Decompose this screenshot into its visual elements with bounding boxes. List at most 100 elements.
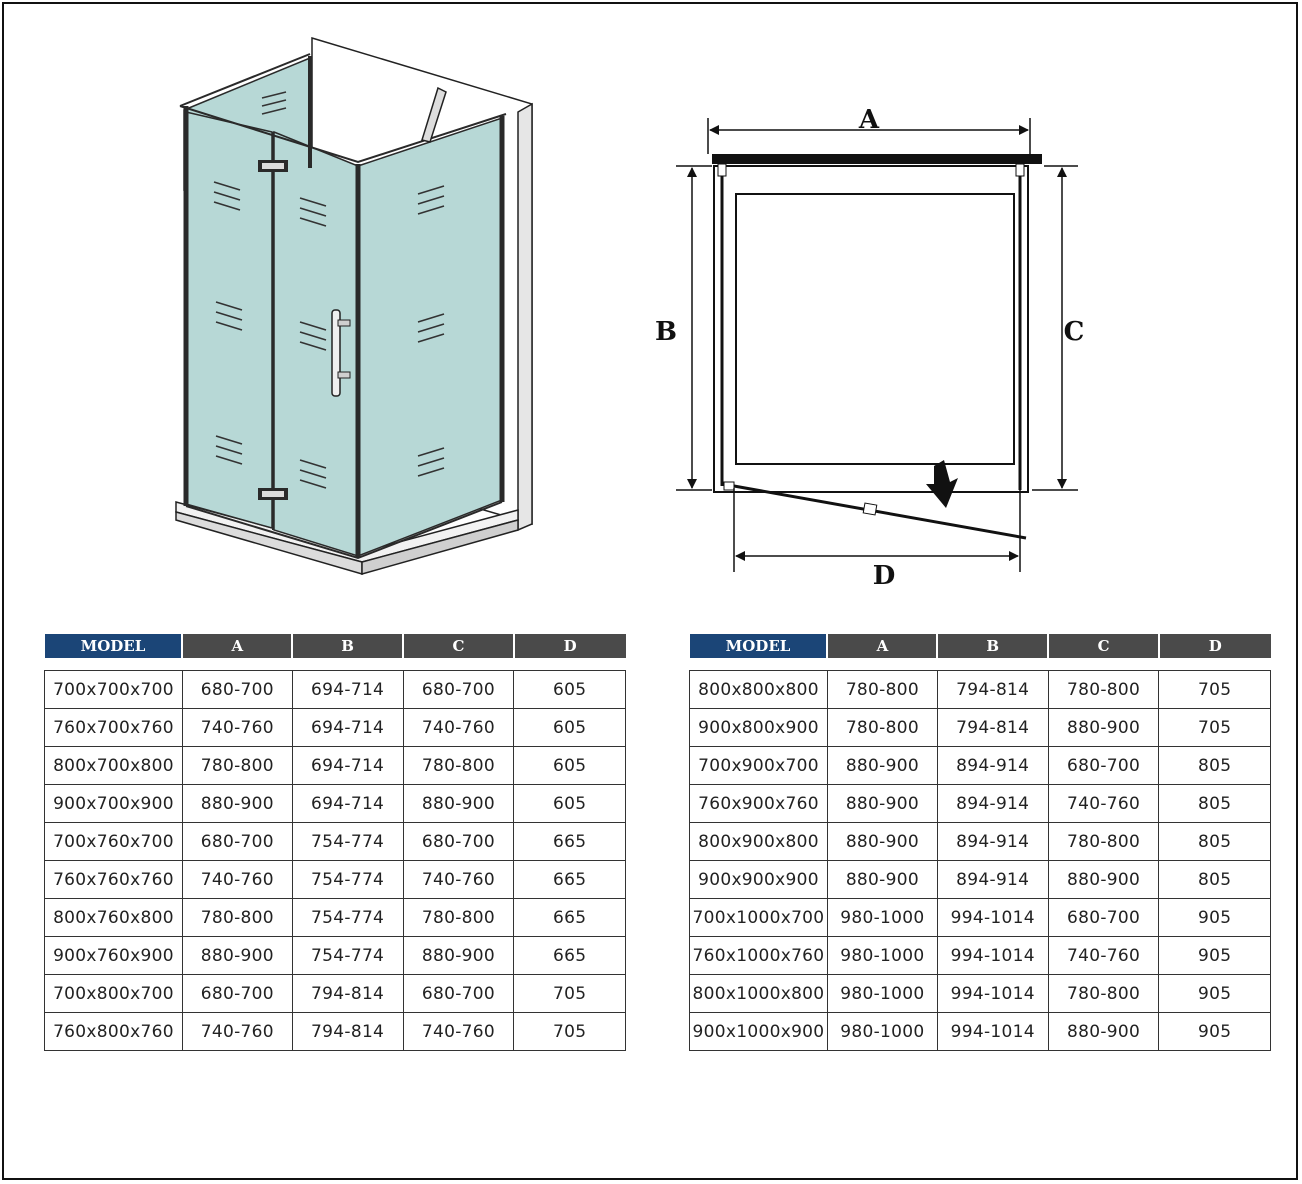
- cell-model: 800x900x800: [689, 822, 828, 861]
- cell-d: 605: [513, 746, 626, 785]
- cell-b: 794-814: [936, 670, 1049, 709]
- column-header-model: MODEL: [44, 634, 184, 658]
- cell-b: 754-774: [291, 860, 404, 899]
- cell-c: 680-700: [402, 974, 515, 1013]
- cell-a: 780-800: [181, 898, 293, 937]
- cell-model: 760x760x760: [44, 860, 183, 899]
- cell-model: 800x1000x800: [689, 974, 828, 1013]
- cell-model: 800x800x800: [689, 670, 828, 709]
- right-wall-clamp: [1015, 163, 1025, 177]
- cell-c: 780-800: [1047, 974, 1160, 1013]
- cell-a: 680-700: [181, 670, 293, 709]
- cell-c: 780-800: [402, 746, 515, 785]
- left-wall-clamp: [717, 163, 727, 177]
- cell-b: 994-1014: [936, 936, 1049, 975]
- cell-c: 880-900: [402, 784, 515, 823]
- cell-a: 980-1000: [826, 898, 938, 937]
- cell-d: 805: [1158, 784, 1271, 823]
- header-gap-cell: [45, 658, 626, 671]
- cell-model: 900x760x900: [44, 936, 183, 975]
- cell-c: 680-700: [1047, 746, 1160, 785]
- cell-d: 805: [1158, 746, 1271, 785]
- cell-b: 994-1014: [936, 974, 1049, 1013]
- cell-a: 980-1000: [826, 1012, 938, 1051]
- glass-reflection-marks: [213, 91, 445, 489]
- cell-a: 880-900: [826, 860, 938, 899]
- cell-d: 605: [513, 670, 626, 709]
- shower-enclosure-3d-drawing: [175, 36, 533, 575]
- cell-c: 680-700: [1047, 898, 1160, 937]
- cell-model: 900x900x900: [689, 860, 828, 899]
- cell-b: 794-814: [291, 974, 404, 1013]
- cell-model: 700x900x700: [689, 746, 828, 785]
- handle-mount-top: [337, 319, 351, 327]
- column-header-a: A: [827, 634, 939, 658]
- header-gap-cell: [690, 658, 1271, 671]
- cell-d: 705: [1158, 670, 1271, 709]
- cell-c: 880-900: [1047, 860, 1160, 899]
- dimension-c-label: C: [1064, 317, 1085, 347]
- cell-model: 900x1000x900: [689, 1012, 828, 1051]
- side-glass-panel: [357, 116, 503, 558]
- cell-d: 705: [513, 1012, 626, 1051]
- top-edge: [179, 53, 311, 107]
- cell-b: 994-1014: [936, 898, 1049, 937]
- cell-d: 705: [1158, 708, 1271, 747]
- table-header-row: MODEL A B C D: [44, 634, 626, 658]
- cell-d: 905: [1158, 1012, 1271, 1051]
- stabilizer-bar: [421, 86, 447, 143]
- dimension-a-label: A: [858, 105, 880, 135]
- cell-d: 665: [513, 822, 626, 861]
- tray-inner-outline: [735, 193, 1015, 465]
- cell-d: 665: [513, 898, 626, 937]
- bottom-edge: [185, 501, 503, 560]
- cell-model: 760x900x760: [689, 784, 828, 823]
- cell-a: 680-700: [181, 974, 293, 1013]
- cell-c: 780-800: [402, 898, 515, 937]
- cell-d: 905: [1158, 936, 1271, 975]
- header-gap: [690, 658, 1271, 671]
- cell-b: 894-914: [936, 746, 1049, 785]
- cell-model: 900x800x900: [689, 708, 828, 747]
- cell-b: 754-774: [291, 936, 404, 975]
- cell-model: 700x1000x700: [689, 898, 828, 937]
- dimension-b-label: B: [655, 317, 677, 347]
- cell-a: 740-760: [181, 860, 293, 899]
- cell-d: 805: [1158, 822, 1271, 861]
- cell-model: 800x700x800: [44, 746, 183, 785]
- hinge-marker: [723, 481, 735, 491]
- cell-b: 994-1014: [936, 1012, 1049, 1051]
- cell-d: 705: [513, 974, 626, 1013]
- column-header-b: B: [937, 634, 1050, 658]
- cell-a: 880-900: [181, 784, 293, 823]
- cell-c: 740-760: [1047, 784, 1160, 823]
- table-header-row: MODEL A B C D: [689, 634, 1271, 658]
- cell-a: 980-1000: [826, 936, 938, 975]
- wall-bar: [712, 154, 1042, 164]
- cell-a: 740-760: [181, 708, 293, 747]
- wall-edge: [517, 102, 533, 532]
- cell-model: 760x1000x760: [689, 936, 828, 975]
- cell-b: 694-714: [291, 708, 404, 747]
- cell-d: 905: [1158, 898, 1271, 937]
- door-handle-marker: [862, 502, 878, 516]
